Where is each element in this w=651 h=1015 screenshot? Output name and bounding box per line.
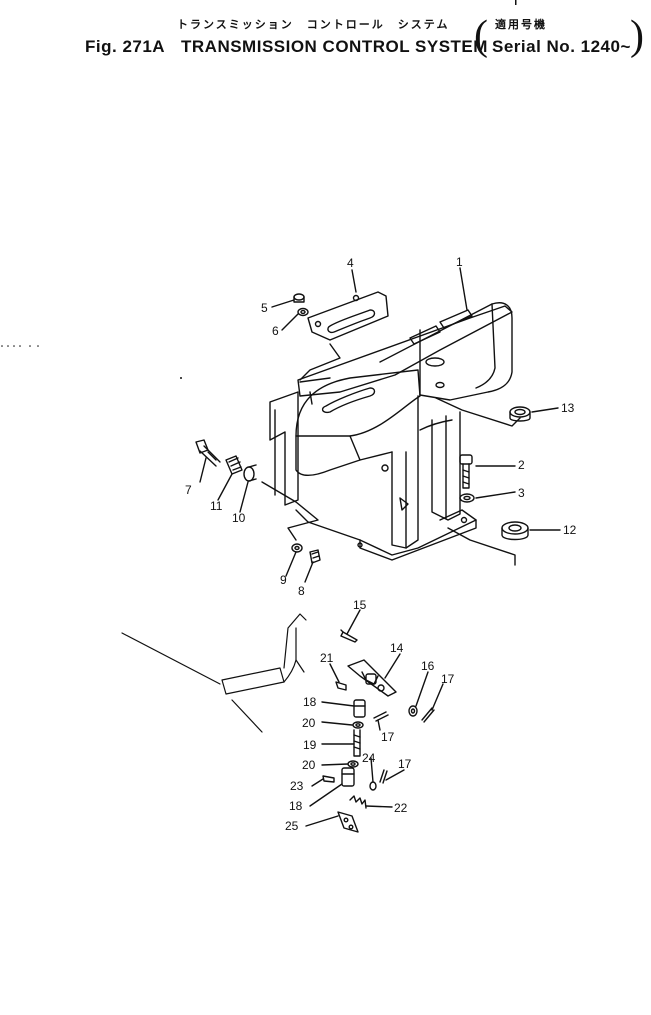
serial-close-paren: ): [630, 13, 644, 59]
callout-15: 15: [353, 598, 367, 612]
spring-part-22: [349, 795, 367, 809]
callout-20b: 20: [302, 758, 316, 772]
callout-20a: 20: [302, 716, 316, 730]
serial-open-paren: (: [474, 13, 488, 59]
lever-part-14: [347, 659, 397, 697]
pin-part-23: [322, 775, 335, 783]
serial-number: Serial No. 1240~: [492, 37, 631, 56]
callout-14: 14: [390, 641, 404, 655]
figure-label: Fig. 271A: [85, 37, 166, 56]
callout-25: 25: [285, 819, 299, 833]
console-housing: [269, 302, 513, 561]
callout-13: 13: [561, 401, 575, 415]
pin-part-21: [335, 681, 347, 691]
callout-24: 24: [362, 751, 376, 765]
callout-8: 8: [298, 584, 305, 598]
washer-part-3: [459, 493, 475, 503]
callout-4: 4: [347, 256, 354, 270]
callout-7: 7: [185, 483, 192, 497]
leader-lines-lower: [305, 609, 444, 827]
nut-part-20-lower: [347, 760, 359, 768]
leader-lines-upper: [199, 267, 561, 583]
callout-2: 2: [518, 458, 525, 472]
callout-6: 6: [272, 324, 279, 338]
clevis-part-18-upper: [353, 699, 366, 718]
callout-21: 21: [320, 651, 334, 665]
cotter-pin-part-17b: [373, 711, 389, 722]
callout-12: 12: [563, 523, 577, 537]
nut-part-20-upper: [352, 721, 364, 729]
callout-labels: 1 2 3 4 5 6 7 8 9 10 11 12 13 14 15 16 1…: [185, 255, 577, 833]
callout-3: 3: [518, 486, 525, 500]
grommet-part-12: [501, 521, 529, 541]
washer-part-6: [297, 307, 309, 317]
bolt-part-2: [459, 454, 473, 489]
callout-18b: 18: [289, 799, 303, 813]
japanese-title: トランスミッション コントロール システム: [177, 19, 450, 31]
bracket-part-25: [337, 811, 359, 833]
callout-18a: 18: [303, 695, 317, 709]
nut-part-11: [225, 455, 243, 475]
bolt-part-7: [195, 439, 221, 467]
cotter-pin-part-17c: [379, 769, 388, 784]
callout-17a: 17: [441, 672, 455, 686]
washer-part-24: [369, 781, 377, 791]
callout-22: 22: [394, 801, 408, 815]
grommet-part-13: [509, 406, 531, 422]
cotter-pin-part-17a: [421, 707, 435, 723]
figure-title: TRANSMISSION CONTROL SYSTEM: [181, 37, 488, 56]
callout-5: 5: [261, 301, 268, 315]
pin-part-15: [340, 629, 358, 643]
bushing-part-10: [243, 464, 257, 482]
callout-23: 23: [290, 779, 304, 793]
callout-11: 11: [210, 499, 223, 513]
stray-marks: [1, 0, 517, 379]
rod-part-19: [353, 729, 361, 757]
clevis-part-18-lower: [341, 767, 355, 787]
washer-part-9: [291, 543, 303, 553]
machine-outline: [121, 613, 307, 733]
callout-1: 1: [456, 255, 463, 269]
callout-16: 16: [421, 659, 435, 673]
callout-9: 9: [280, 573, 287, 587]
callout-17b: 17: [381, 730, 395, 744]
callout-17c: 17: [398, 757, 412, 771]
bolt-part-5: [293, 293, 305, 303]
japanese-serial-label: 適用号機: [495, 19, 547, 31]
callout-19: 19: [303, 738, 317, 752]
callout-10: 10: [232, 511, 246, 525]
nut-part-8: [309, 549, 321, 564]
washer-part-16: [408, 705, 418, 717]
cover-plate-part-4: [307, 291, 389, 341]
